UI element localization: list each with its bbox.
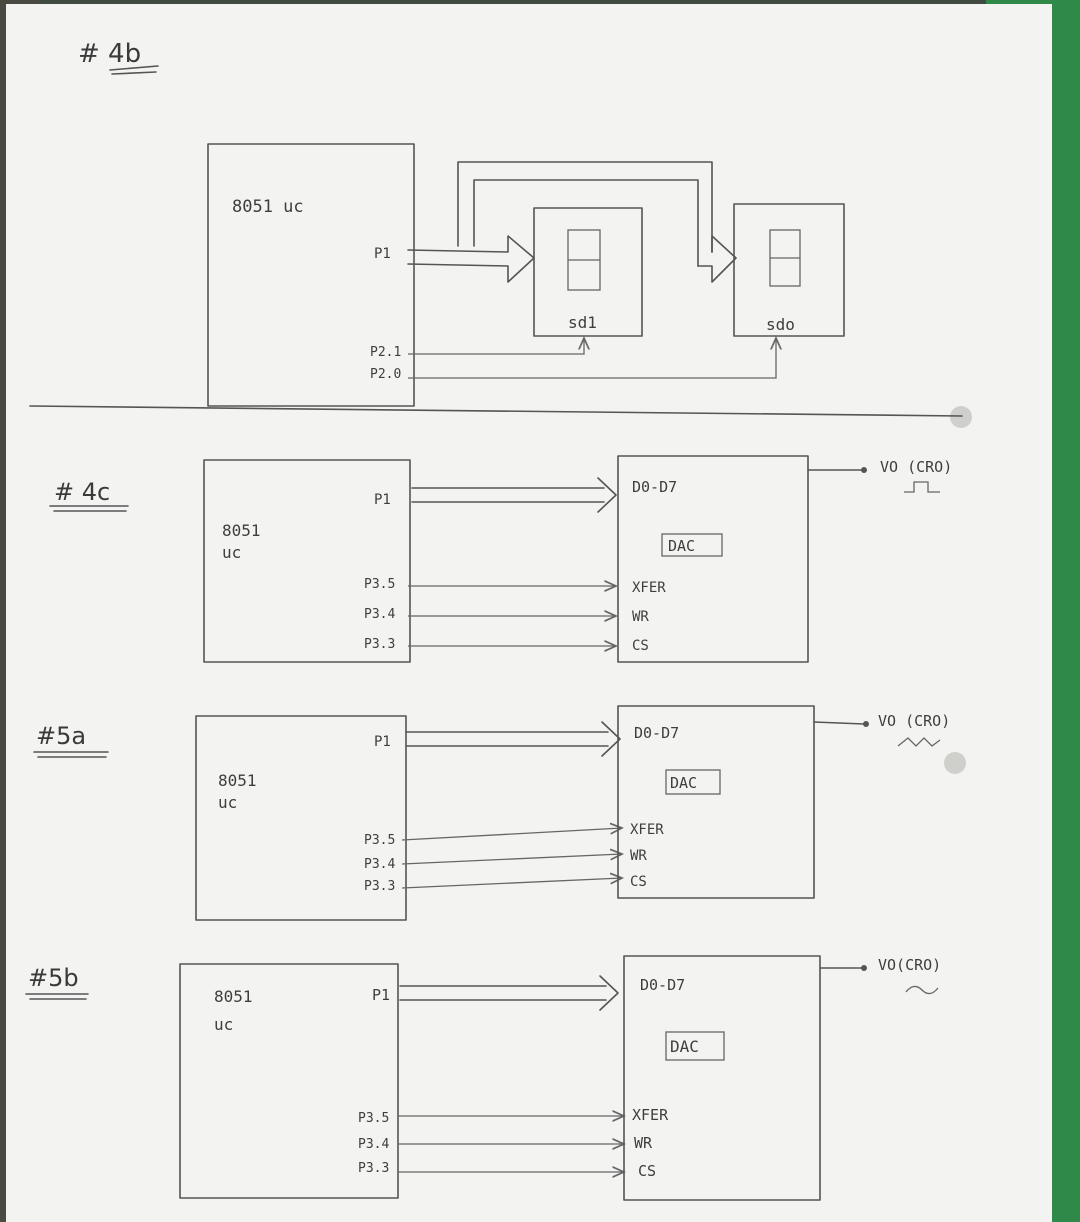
heading-5b: #5b	[28, 964, 79, 992]
port-p33-label: P3.3	[364, 879, 395, 894]
output-label: VO (CRO)	[878, 712, 950, 730]
microcontroller-box	[203, 459, 411, 663]
heading-4b: # 4b	[78, 39, 141, 69]
uc-label-line1: 8051	[218, 771, 257, 790]
pin-wr-label: WR	[632, 609, 649, 625]
port-p1-label: P1	[374, 246, 391, 262]
dac-data-pins: D0-D7	[640, 976, 685, 994]
microcontroller-box	[195, 715, 407, 921]
port-p35-label: P3.5	[364, 833, 395, 848]
heading-5a: #5a	[36, 722, 86, 750]
heading-underline	[109, 65, 159, 71]
pin-xfer-label: XFER	[632, 1106, 669, 1124]
wire-xfer	[401, 828, 622, 841]
section-5a: #5a 8051 uc P1 P3.5 P3.4 P3.3 D0-D7 DAC …	[33, 705, 950, 921]
port-p33-label: P3.3	[364, 637, 395, 652]
dac-label: DAC	[670, 774, 697, 792]
bus-branch-inner	[473, 179, 699, 267]
wire-wr	[401, 854, 622, 865]
triangle-wave-icon	[897, 737, 941, 747]
dac-label-box	[665, 769, 721, 795]
uc-label-line2: uc	[214, 1015, 233, 1034]
dac-label-box	[665, 1031, 725, 1061]
port-p35-label: P3.5	[358, 1111, 389, 1126]
dac-box	[623, 955, 821, 1201]
pin-cs-label: CS	[630, 874, 647, 890]
dac-box	[617, 455, 809, 663]
heading-underline	[111, 71, 157, 75]
output-node	[863, 721, 869, 727]
port-p21-label: P2.1	[370, 345, 401, 360]
output-wire	[813, 721, 865, 725]
port-p1-label: P1	[372, 986, 390, 1004]
uc-label-line1: 8051	[222, 521, 261, 540]
wire-cs	[401, 878, 622, 889]
wire-p20-enable	[408, 338, 776, 379]
pin-xfer-label: XFER	[632, 580, 666, 596]
punch-hole	[950, 406, 972, 428]
pin-xfer-label: XFER	[630, 822, 664, 838]
dac-label: DAC	[670, 1037, 699, 1056]
punch-hole	[944, 752, 966, 774]
port-p20-label: P2.0	[370, 367, 401, 382]
bus-p1-to-dac	[405, 721, 621, 757]
port-p34-label: P3.4	[358, 1137, 389, 1152]
display2-label: sdo	[766, 315, 795, 334]
pin-wr-label: WR	[630, 848, 647, 864]
bus-branch-outer	[457, 161, 713, 253]
dac-box	[617, 705, 815, 899]
uc-label-line2: uc	[222, 543, 241, 562]
display1-label: sd1	[568, 313, 597, 332]
port-p33-label: P3.3	[358, 1161, 389, 1176]
uc-label-line2: uc	[218, 793, 237, 812]
port-p1-label: P1	[374, 734, 391, 750]
dac-data-pins: D0-D7	[634, 724, 679, 742]
dac-label: DAC	[668, 537, 695, 555]
seven-seg-display-2	[733, 203, 845, 337]
section-4c: # 4c 8051 uc P1 P3.5 P3.4 P3.3 D0-D7 DAC…	[49, 455, 952, 663]
output-label: VO (CRO)	[880, 458, 952, 476]
dac-label-box	[661, 533, 723, 557]
bus-arrow-display2	[697, 235, 737, 283]
pin-cs-label: CS	[638, 1162, 656, 1180]
square-wave-icon	[904, 481, 940, 493]
section-5b: #5b 8051 uc P1 P3.5 P3.4 P3.3 D0-D7 DAC …	[25, 955, 941, 1201]
wire-p21-enable	[408, 338, 584, 355]
uc-label-line1: 8051	[214, 987, 253, 1006]
bus-arrow-display1	[407, 235, 535, 283]
seven-seg-display-1	[533, 207, 643, 337]
port-p1-label: P1	[374, 492, 391, 508]
output-label: VO(CRO)	[878, 956, 941, 974]
bus-p1-to-dac	[399, 975, 619, 1011]
section-4b: # 4b 8051 uc P1 P2.1 P2.0 sd1 sdo	[78, 39, 845, 407]
output-node	[861, 965, 867, 971]
microcontroller-box	[179, 963, 399, 1199]
heading-4c: # 4c	[54, 478, 110, 506]
pin-wr-label: WR	[634, 1134, 653, 1152]
output-node	[861, 467, 867, 473]
port-p35-label: P3.5	[364, 577, 395, 592]
sine-wave-icon	[905, 985, 939, 995]
dac-data-pins: D0-D7	[632, 478, 677, 496]
port-p34-label: P3.4	[364, 607, 395, 622]
microcontroller-box	[207, 143, 415, 407]
bus-p1-to-dac	[411, 477, 617, 513]
section-divider	[29, 405, 963, 417]
pin-cs-label: CS	[632, 638, 649, 654]
uc-label: 8051 uc	[232, 197, 304, 217]
port-p34-label: P3.4	[364, 857, 395, 872]
